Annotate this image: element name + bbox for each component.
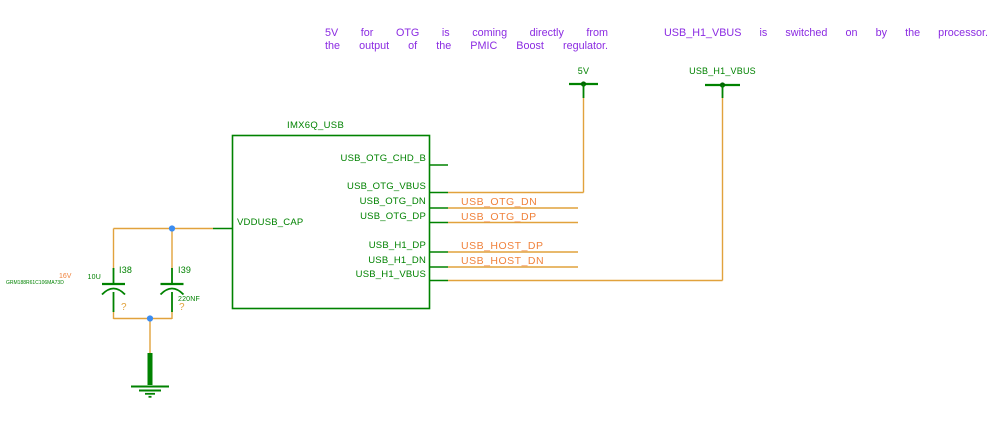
ic-pin-stubs-right[interactable] (429, 164, 449, 282)
cap-unknown-i38: ? (121, 302, 127, 313)
capacitor-symbol-i38[interactable] (101, 268, 126, 312)
pin-name-usb-h1-vbus[interactable]: USB_H1_VBUS (355, 268, 426, 280)
wires (112, 98, 724, 353)
power-symbol-5v[interactable] (569, 81, 598, 98)
power-symbol-usb-h1-vbus[interactable] (705, 82, 740, 98)
cap-voltage-i38[interactable]: 16V (59, 273, 72, 280)
cap-plate-curved (101, 287, 126, 296)
annotation-line: USB_H1_VBUS is switched on by the proces… (664, 27, 988, 39)
capacitor-symbol-i39[interactable] (159, 268, 185, 312)
cap-ref-i38[interactable]: I38 (119, 265, 133, 275)
net-label-usb-otg-dn[interactable]: USB_OTG_DN (461, 196, 538, 208)
pin-name-usb-h1-dp[interactable]: USB_H1_DP (368, 240, 426, 251)
power-label-usb-h1-vbus[interactable]: USB_H1_VBUS (689, 66, 756, 76)
pin-name-vddusb-cap[interactable]: VDDUSB_CAP (237, 216, 304, 228)
ground-symbol[interactable] (131, 353, 169, 398)
annotation-line: 5V for OTG is coming directly from (325, 27, 608, 39)
net-label-usb-host-dp[interactable]: USB_HOST_DP (461, 240, 544, 252)
cap-value-i39[interactable]: 220NF (178, 296, 201, 303)
cap-ref-i39[interactable]: I39 (178, 265, 192, 275)
pin-name-usb-otg-vbus[interactable]: USB_OTG_VBUS (347, 180, 426, 192)
net-label-usb-host-dn[interactable]: USB_HOST_DN (461, 255, 545, 267)
cap-part-number-i38[interactable]: GRM188R61C106MA73D (6, 280, 64, 286)
cap-unknown-i39: ? (179, 302, 185, 313)
pin-name-usb-h1-dn[interactable]: USB_H1_DN (368, 255, 426, 266)
pin-name-usb-otg-dn[interactable]: USB_OTG_DN (359, 196, 426, 207)
annotation-line: the output of the PMIC Boost regulator. (325, 40, 608, 52)
cap-plate-curved (159, 287, 185, 296)
ic-title[interactable]: IMX6Q_USB (287, 120, 345, 131)
net-label-usb-otg-dp[interactable]: USB_OTG_DP (461, 210, 537, 223)
pin-name-usb-otg-dp[interactable]: USB_OTG_DP (360, 210, 426, 222)
junction-dot (146, 315, 154, 322)
cap-value-i38[interactable]: 10U (87, 274, 101, 281)
power-label-5v[interactable]: 5V (577, 66, 590, 76)
junction-dot (168, 225, 176, 232)
pin-name-usb-otg-chd-b[interactable]: USB_OTG_CHD_B (340, 153, 426, 164)
annotation-right[interactable]: USB_H1_VBUS is switched on by the proces… (664, 27, 988, 40)
annotation-left[interactable]: 5V for OTG is coming directly from the o… (325, 27, 608, 53)
